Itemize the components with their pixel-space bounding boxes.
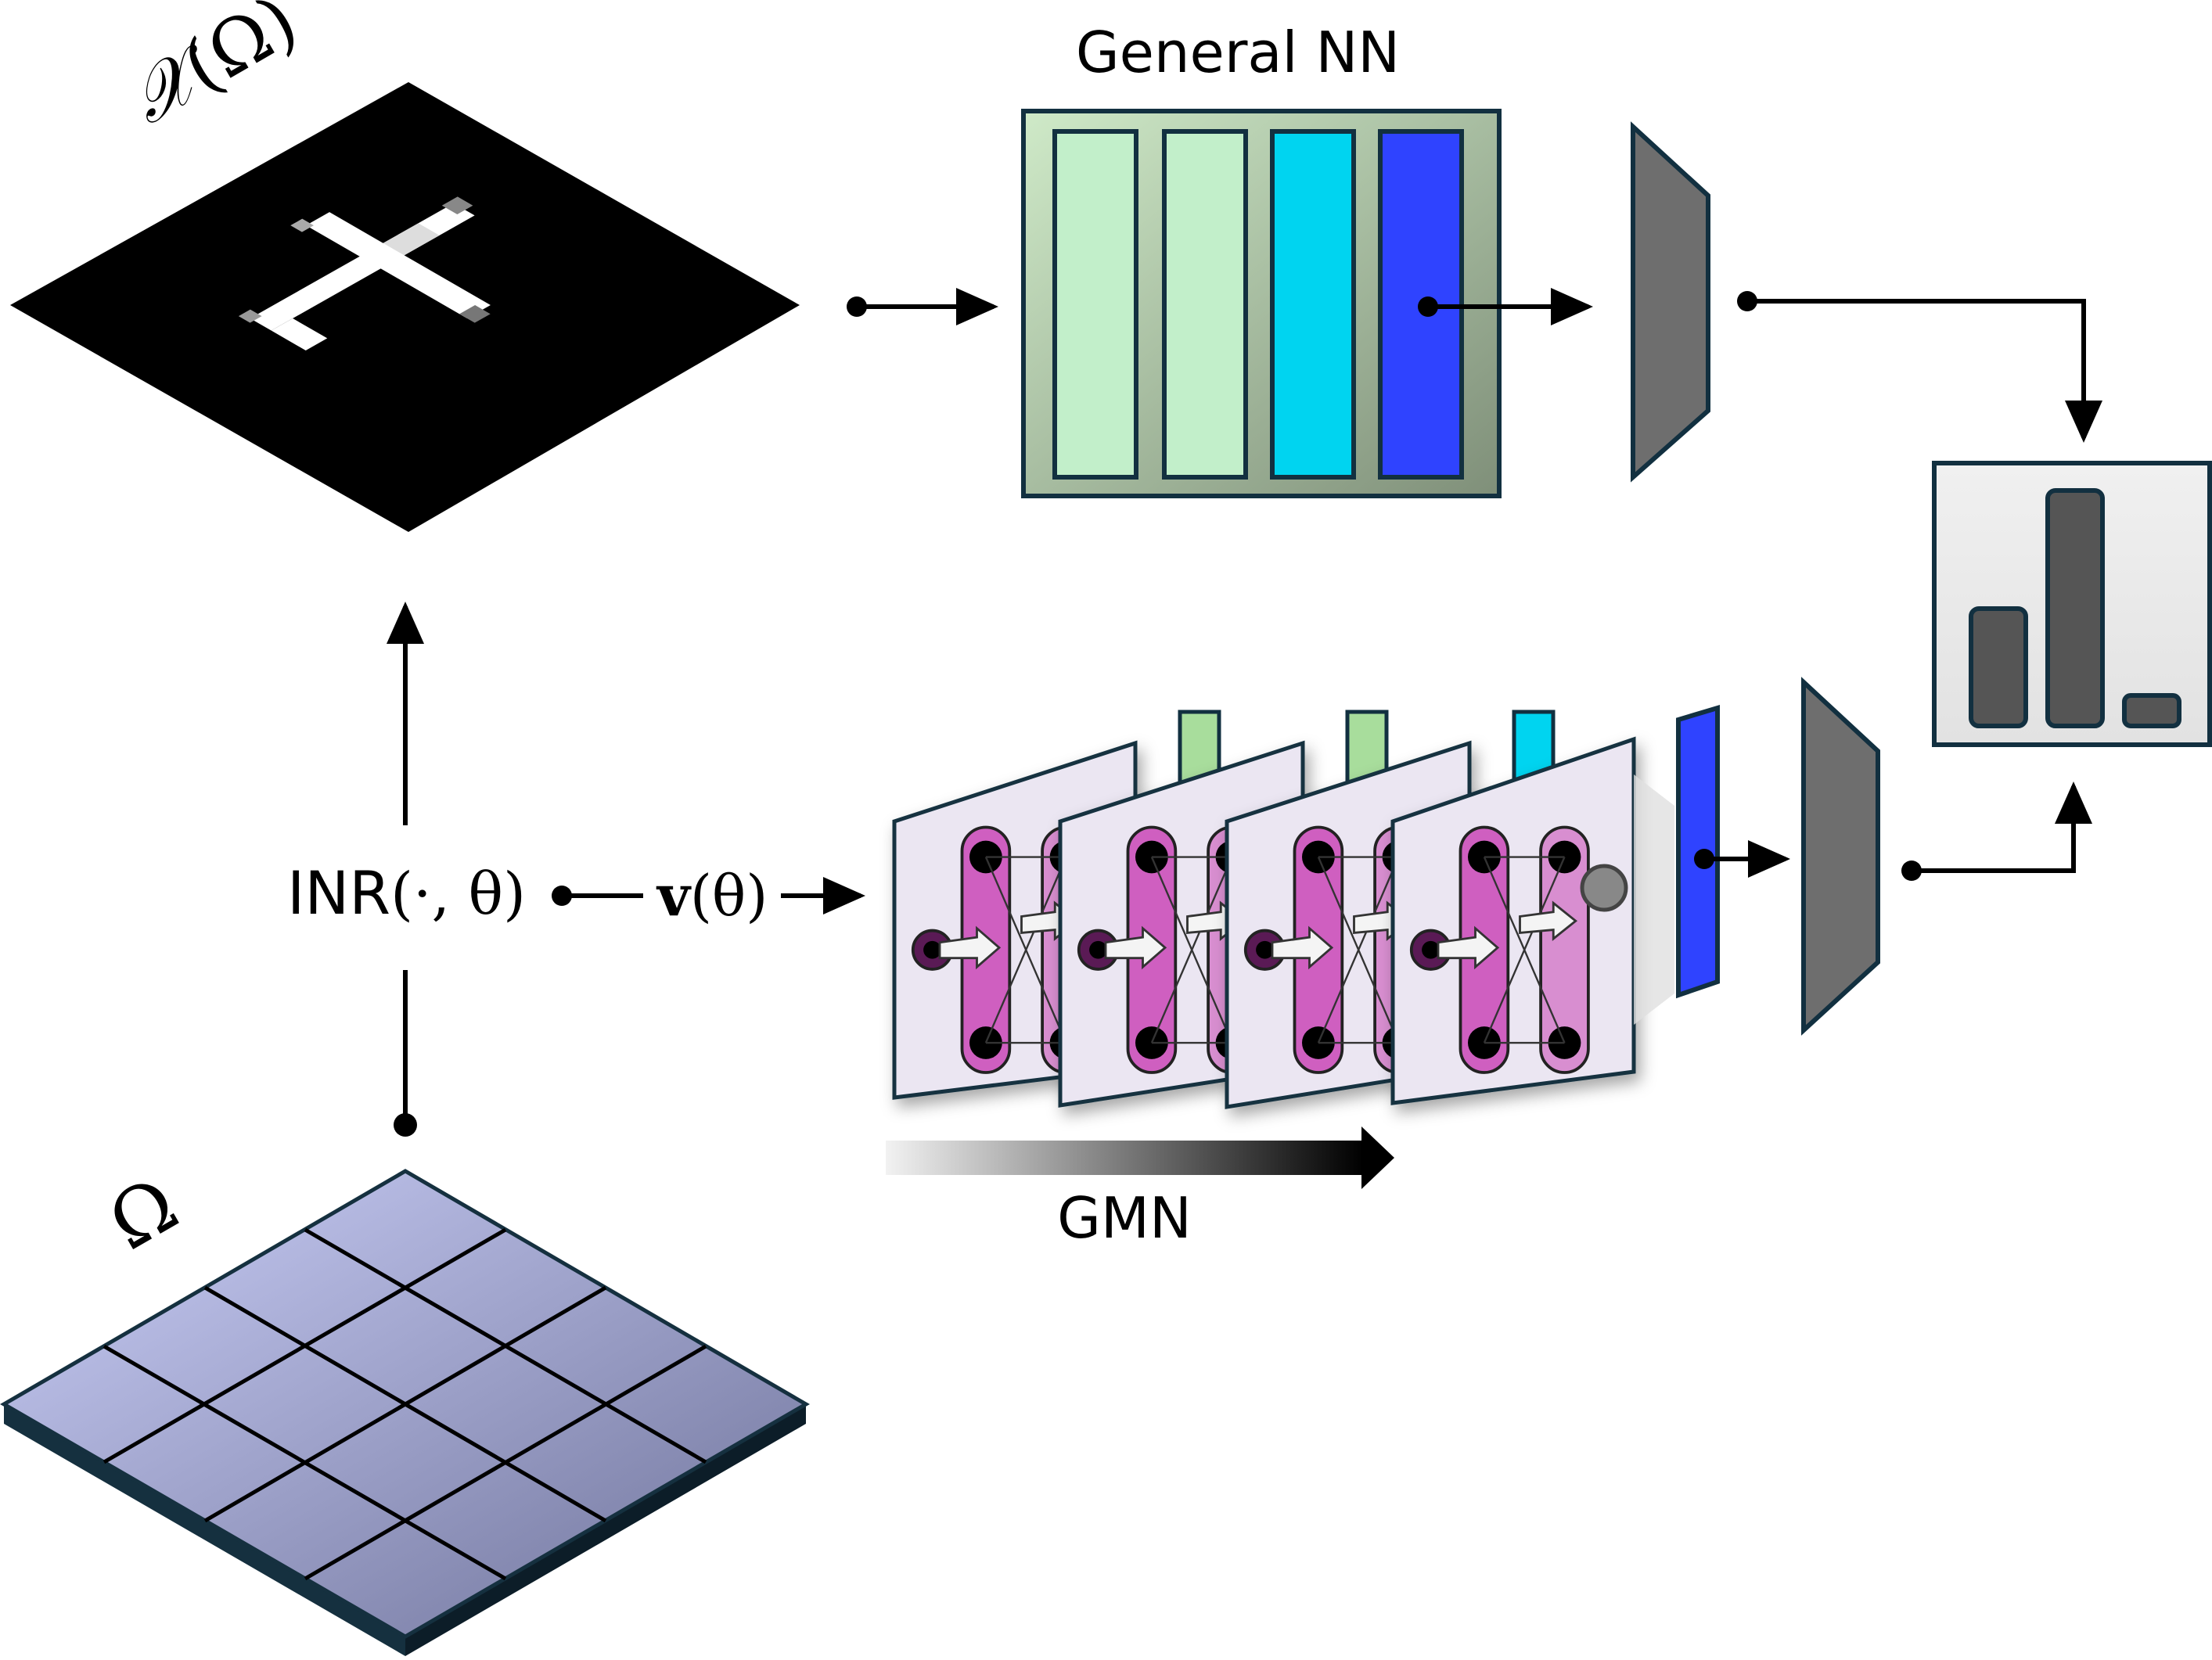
general-nn-block: [1021, 109, 1502, 498]
gmn-direction-arrow: [886, 1126, 1394, 1189]
line-domain-to-inr: [394, 970, 417, 1137]
v-theta-label: v(θ): [656, 862, 768, 929]
mnist-digit-icon: [238, 196, 491, 350]
gmn-layer-panel-4: [1390, 736, 1674, 1105]
inr-label: INR(·, θ): [287, 858, 526, 928]
histogram-bar-2: [2045, 488, 2105, 728]
omega-label: Ω: [95, 1160, 192, 1267]
arrow-inr-to-gmn: [552, 877, 865, 914]
arrow-head-to-output-top: [1737, 291, 2102, 443]
domain-grid-side-right: [405, 1404, 806, 1656]
arrow-image-to-nn: [847, 288, 998, 325]
mnist-input-image: 𝒳(Ω): [10, 0, 800, 532]
histogram-bar-1: [1969, 606, 2028, 728]
domain-grid-side-left: [4, 1404, 405, 1656]
arrow-gmn-to-head: [1694, 840, 1790, 878]
nn-layer-3: [1270, 129, 1356, 480]
arrow-nn-to-head: [1418, 288, 1593, 325]
nn-layer-2: [1162, 129, 1248, 480]
mnist-plane: [10, 82, 800, 532]
output-histogram: [1932, 461, 2212, 747]
nn-layer-1: [1052, 129, 1138, 480]
domain-grid: [0, 1169, 810, 1656]
gmn-classifier-head: [1801, 677, 1880, 1036]
arrow-head-to-output-bottom: [1901, 781, 2092, 881]
nn-classifier-head: [1631, 121, 1710, 483]
x-omega-label: 𝒳(Ω): [116, 0, 311, 140]
general-nn-title: General NN: [1076, 20, 1400, 85]
gmn-label: GMN: [1057, 1185, 1192, 1251]
histogram-bar-3: [2122, 693, 2181, 728]
gmn-stack: [892, 704, 1720, 1109]
